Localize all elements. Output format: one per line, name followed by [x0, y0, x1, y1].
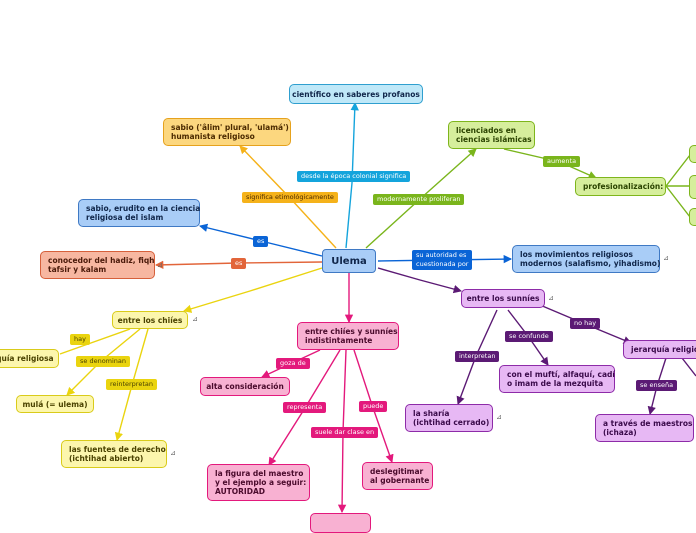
edge-ulema-cientifico — [345, 101, 359, 249]
node-profesionalizacion[interactable]: profesionalización: — [575, 177, 666, 196]
node-chiies[interactable]: entre los chiíes — [112, 311, 188, 329]
label-puede: puede — [359, 401, 388, 412]
edge-prof-1 — [665, 154, 691, 187]
label-desde-epoca: desde la época colonial significa — [297, 171, 411, 182]
link-icon[interactable]: ⊿ — [496, 413, 502, 421]
node-prof-item-3[interactable] — [689, 208, 696, 226]
label-reinterpretan: reinterpretan — [106, 379, 157, 390]
node-prof-item-2[interactable] — [689, 175, 696, 199]
node-cientifico[interactable]: científico en saberes profanos — [289, 84, 423, 104]
node-alta[interactable]: alta consideración — [200, 377, 290, 396]
link-icon[interactable]: ⊿ — [548, 294, 554, 302]
link-icon[interactable]: ⊿ — [663, 254, 669, 262]
label-no-hay: no hay — [570, 318, 601, 329]
node-ambos[interactable]: entre chiíes y sunníes indistintamente — [297, 322, 399, 350]
label-autoridad: su autoridad es cuestionada por — [412, 250, 473, 270]
node-mula[interactable]: mulá (= ulema) — [16, 395, 94, 413]
edge-ulema-chiies — [182, 267, 323, 313]
node-clase[interactable] — [310, 513, 371, 533]
label-se-denominan: se denominan — [76, 356, 131, 367]
node-ulema[interactable]: Ulema — [322, 249, 376, 273]
node-sunnies[interactable]: entre los sunníes — [461, 289, 545, 308]
node-prof-item-1[interactable] — [689, 145, 696, 163]
edge-chiies-jerarquia — [59, 328, 131, 355]
node-sharia[interactable]: la sharía (ichtihad cerrado) — [405, 404, 493, 432]
node-deslegitimar[interactable]: deslegitimar al gobernante — [362, 462, 433, 490]
edge-ulema-sunnies — [377, 267, 463, 294]
label-suele-dar: suele dar clase en — [311, 427, 379, 438]
label-representa: representa — [283, 402, 327, 413]
node-jerarquia-chii[interactable]: jerarquía religiosa — [0, 349, 59, 368]
label-se-confunde: se confunde — [505, 331, 553, 342]
node-maestros[interactable]: a través de maestros (ichaza) — [595, 414, 694, 442]
link-icon[interactable]: ⊿ — [192, 315, 198, 323]
label-significa-etim: significa etimológicamente — [242, 192, 338, 203]
link-icon[interactable]: ⊿ — [170, 449, 176, 457]
label-modernamente: modernamente proliferan — [373, 194, 465, 205]
node-licenciados[interactable]: licenciados en ciencias islámicas — [448, 121, 535, 149]
node-fuentes[interactable]: las fuentes de derecho (ichtihad abierto… — [61, 440, 167, 468]
link-icon[interactable]: ⊿ — [157, 261, 163, 269]
node-figura[interactable]: la figura del maestro y el ejemplo a seg… — [207, 464, 310, 501]
label-interpretan: interpretan — [455, 351, 500, 362]
node-mufti[interactable]: con el muftí, alfaquí, cadí o imam de la… — [499, 365, 615, 393]
edge-prof-3 — [665, 185, 691, 218]
node-conocedor[interactable]: conocedor del hadiz, fiqh tafsir y kalam — [40, 251, 155, 279]
label-es-erudito: es — [253, 236, 269, 247]
node-movimientos[interactable]: los movimientos religiosos modernos (sal… — [512, 245, 660, 273]
label-es-conocedor: es — [231, 258, 247, 269]
label-goza-de: goza de — [276, 358, 310, 369]
edge-jerarquia-right — [681, 357, 696, 377]
node-jerarquia-sunni[interactable]: jerarquía religiosa — [623, 340, 696, 359]
label-se-ensena: se enseña — [636, 380, 678, 391]
node-sabio-alim[interactable]: sabio ('âlim' plural, 'ulamá') humanista… — [163, 118, 291, 146]
node-sabio-erudito[interactable]: sabio, erudito en la ciencia religiosa d… — [78, 199, 200, 227]
label-hay: hay — [70, 334, 90, 345]
label-aumenta: aumenta — [543, 156, 581, 167]
